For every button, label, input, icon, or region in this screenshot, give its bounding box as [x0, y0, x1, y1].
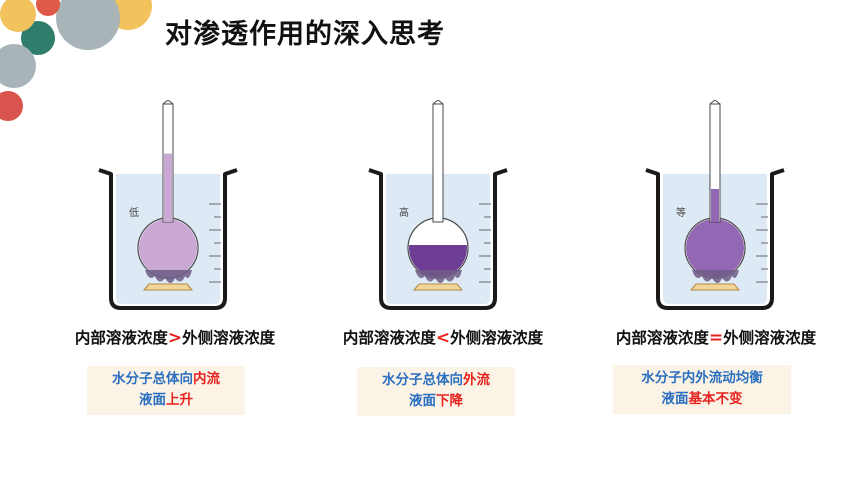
note-text: 水分子总体向 — [382, 372, 463, 388]
membrane-pad — [142, 283, 194, 291]
note-highlight: 基本不变 — [688, 391, 743, 407]
membrane-pad — [689, 283, 741, 291]
caption-operator: < — [435, 328, 451, 348]
note-highlight: 上升 — [166, 392, 193, 408]
beaker-figure-3: 等 — [645, 100, 785, 310]
note-text: 液面 — [139, 392, 166, 408]
beaker-outline — [98, 168, 238, 310]
note-text: 液面 — [409, 393, 436, 409]
caption-operator: = — [708, 328, 724, 348]
bulb-solution — [686, 219, 744, 277]
caption-right: 外侧溶液浓度 — [182, 329, 276, 347]
caption-left: 内部溶液浓度 — [74, 329, 168, 347]
membrane-pad — [412, 283, 464, 291]
tube-tip — [432, 100, 444, 105]
membrane-frill — [145, 270, 192, 283]
note-box-2: 水分子总体向外流 液面下降 — [357, 367, 515, 416]
caption-3: 内部溶液浓度=外侧溶液浓度 — [576, 326, 856, 348]
funnel-tube — [432, 103, 444, 223]
membrane-frill — [692, 270, 739, 283]
beaker-outline — [645, 168, 785, 310]
beaker-label: 高 — [399, 206, 409, 219]
decorative-circles — [0, 0, 152, 121]
beaker-label: 低 — [129, 206, 139, 219]
note-text: 水分子总体向 — [112, 371, 193, 387]
note-box-3: 水分子内外流动均衡 液面基本不变 — [613, 365, 791, 414]
note-highlight: 内流 — [193, 371, 220, 387]
tube-tip — [709, 100, 721, 105]
tube-liquid-column — [164, 153, 172, 222]
note-box-1: 水分子总体向内流 液面上升 — [87, 366, 245, 415]
caption-left: 内部溶液浓度 — [342, 329, 436, 347]
note-text: 液面 — [661, 391, 689, 407]
caption-right: 外侧溶液浓度 — [723, 329, 817, 347]
membrane-frill — [415, 270, 462, 283]
bulb-solution — [139, 219, 197, 277]
note-highlight: 下降 — [436, 393, 463, 409]
note-text: 水分子内外流动均衡 — [641, 370, 763, 386]
page-title: 对渗透作用的深入思考 — [165, 19, 445, 50]
caption-1: 内部溶液浓度>外侧溶液浓度 — [35, 326, 315, 348]
tube-tip — [162, 100, 174, 105]
caption-left: 内部溶液浓度 — [615, 329, 709, 347]
beaker-figure-1: 低 — [98, 100, 238, 310]
beaker-outline — [368, 168, 508, 310]
beaker-label: 等 — [676, 206, 686, 219]
caption-operator: > — [167, 328, 183, 348]
caption-2: 内部溶液浓度<外侧溶液浓度 — [303, 326, 583, 348]
tube-liquid-column — [711, 188, 719, 222]
note-highlight: 外流 — [463, 372, 490, 388]
beaker-figure-2: 高 — [368, 100, 508, 310]
caption-right: 外侧溶液浓度 — [450, 329, 544, 347]
